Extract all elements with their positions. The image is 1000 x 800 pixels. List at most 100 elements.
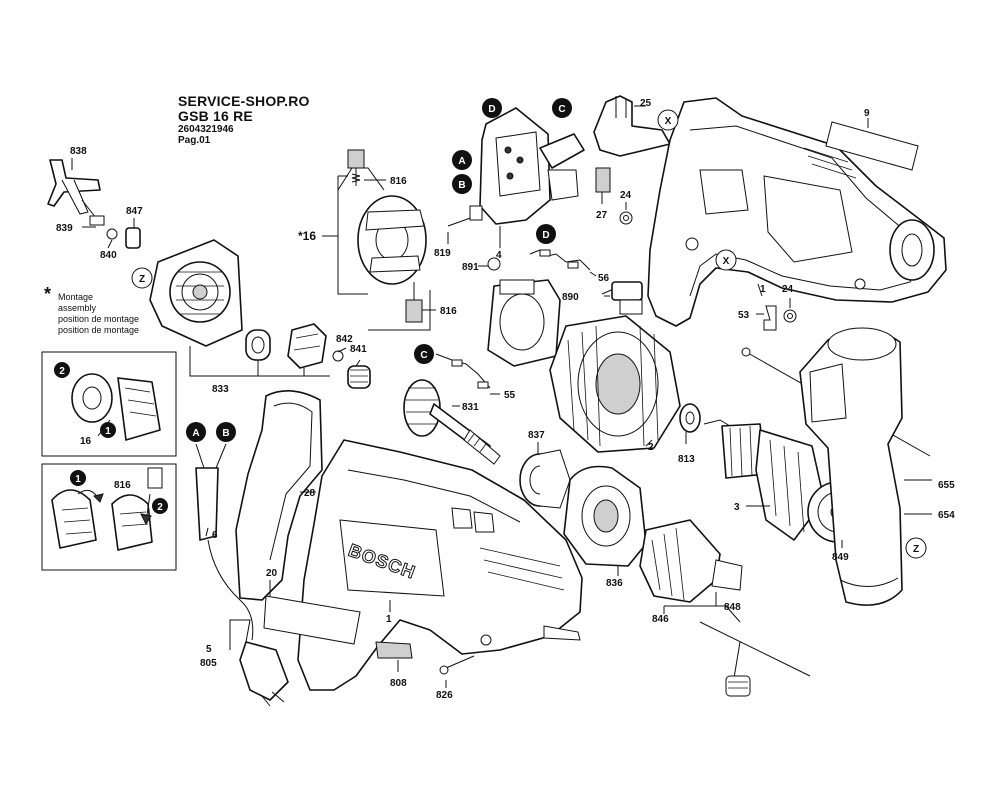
inset-box-16	[41, 351, 177, 457]
part-837-bushing	[519, 449, 571, 509]
svg-text:Z: Z	[913, 544, 919, 555]
label-20: 20	[266, 568, 278, 579]
part-56-terminals	[529, 249, 591, 271]
label-53: 53	[738, 310, 750, 321]
part-25-cover	[593, 95, 671, 157]
switch-module	[479, 107, 585, 225]
label-833: 833	[212, 384, 229, 395]
inset-box-816	[41, 463, 177, 571]
shop-title: SERVICE-SHOP.RO	[178, 93, 310, 109]
label-6: 6	[212, 530, 218, 541]
label-848: 848	[724, 602, 741, 613]
note-line-2: assembly	[58, 303, 97, 313]
label-891: 891	[462, 262, 479, 273]
label-847: 847	[126, 206, 143, 217]
part-6-cable	[195, 443, 254, 641]
part-55-terminals	[435, 353, 491, 389]
ref-badge-b-cable: B	[216, 422, 236, 442]
svg-text:A: A	[458, 156, 465, 167]
part-805-plug	[239, 641, 289, 707]
label-2: 2	[648, 442, 654, 453]
label-24-bottom: 24	[782, 284, 794, 295]
label-842: 842	[336, 334, 353, 345]
svg-text:1: 1	[105, 426, 111, 437]
label-846: 846	[652, 614, 669, 625]
model-title: GSB 16 RE	[178, 108, 253, 124]
label-890: 890	[562, 292, 579, 303]
label-9: 9	[864, 108, 870, 119]
part-28-handle-half	[235, 390, 323, 601]
rear-bearing-housing	[149, 239, 243, 347]
label-24-top: 24	[620, 190, 632, 201]
part-808-label	[375, 641, 413, 659]
svg-text:1: 1	[75, 474, 81, 485]
part-838-lever	[47, 159, 101, 215]
part-819-screw	[447, 205, 483, 227]
label-813: 813	[678, 454, 695, 465]
step-badge-inset1-2: 2	[54, 362, 70, 378]
label-837: 837	[528, 430, 545, 441]
svg-text:2: 2	[59, 366, 65, 377]
part-number-labels: 838 839 840 847 816 *16 816 819 4 891 56…	[56, 98, 955, 701]
label-4: 4	[496, 250, 502, 261]
part-654-aux-handle	[799, 327, 903, 606]
label-831: 831	[462, 402, 479, 413]
part-841-spring	[347, 365, 371, 389]
label-838: 838	[70, 146, 87, 157]
svg-text:A: A	[192, 428, 199, 439]
note-star: *	[44, 284, 52, 304]
ref-badge-x-housing: X	[715, 249, 737, 271]
ref-badge-d-top: D	[482, 98, 502, 118]
step-badge-inset2-1: 1	[70, 470, 86, 486]
housing-half-right	[647, 97, 947, 327]
part-816-brush-bottom	[405, 282, 423, 323]
part-9-label	[825, 121, 919, 171]
brush-holder-ring	[487, 279, 561, 367]
part-826-screw	[439, 655, 475, 675]
part-20-rating-plate	[263, 595, 361, 645]
note-line-3: position de montage	[58, 314, 140, 324]
page-label: Pag.01	[178, 135, 211, 146]
label-56: 56	[598, 273, 610, 284]
label-849: 849	[832, 552, 849, 563]
ref-badge-z-right: Z	[905, 537, 927, 559]
svg-text:C: C	[558, 104, 565, 115]
ref-badge-a-switch: A	[452, 150, 472, 170]
ref-badge-z-left: Z	[131, 267, 153, 289]
svg-text:2: 2	[157, 502, 163, 513]
svg-text:X: X	[723, 256, 730, 267]
label-816-bottom: 816	[440, 306, 457, 317]
label-655: 655	[938, 480, 955, 491]
part-848-chuck-key	[699, 621, 811, 697]
label-16-inset: 16	[80, 436, 92, 447]
document-number: 2604321946	[178, 124, 234, 135]
step-badge-inset2-2: 2	[152, 498, 168, 514]
svg-text:D: D	[542, 230, 549, 241]
label-28: 28	[304, 488, 316, 499]
svg-text:B: B	[222, 428, 229, 439]
leader-lines	[71, 105, 932, 688]
ref-badge-d-connector: D	[536, 224, 556, 244]
part-16-brush-plate	[357, 195, 427, 285]
part-813-bearing	[679, 403, 701, 433]
part-2-field-stator	[549, 315, 681, 453]
label-805: 805	[200, 658, 217, 669]
label-5: 5	[206, 644, 212, 655]
part-891-connector	[487, 257, 501, 271]
svg-text:D: D	[488, 104, 495, 115]
part-842-washer	[332, 350, 344, 362]
label-816-inset: 816	[114, 480, 131, 491]
ref-badge-x-top: X	[657, 109, 679, 131]
label-819: 819	[434, 248, 451, 259]
svg-text:Z: Z	[139, 274, 145, 285]
step-badge-inset1-1: 1	[100, 422, 116, 438]
part-27-plate	[595, 167, 611, 193]
note-line-4: position de montage	[58, 325, 140, 335]
part-53-bracket	[763, 305, 777, 331]
label-839: 839	[56, 223, 73, 234]
label-816-top: 816	[390, 176, 407, 187]
label-841: 841	[350, 344, 367, 355]
label-808: 808	[390, 678, 407, 689]
